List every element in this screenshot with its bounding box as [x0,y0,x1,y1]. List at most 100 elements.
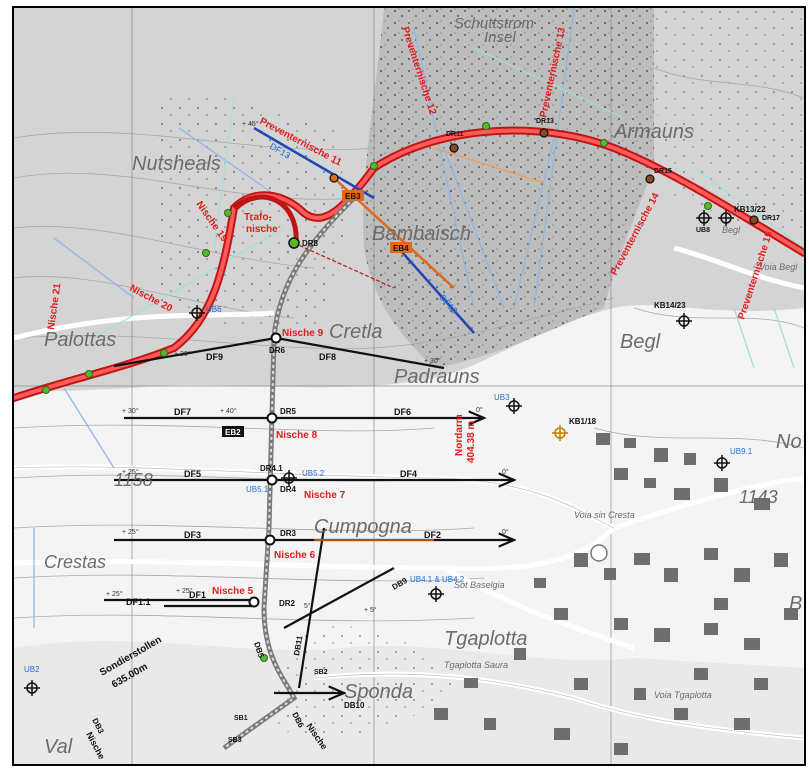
village-buildings [434,433,798,755]
place-sponda: Sponda [344,681,413,703]
borehole-markers[interactable] [24,210,734,696]
label-ub9: UB9.1 [730,447,753,456]
eb3-box [342,190,364,201]
angle-db9-5: + 5° [364,606,377,614]
place-begl: Begl [620,331,661,353]
label-df3: DF3 [184,530,201,540]
label-df6: DF6 [394,407,411,417]
roads-outline [14,466,804,739]
ub3-marker [506,398,522,414]
eb4-box [390,242,412,253]
preventer-df13[interactable] [253,126,375,200]
label-df2: DF2 [424,530,441,540]
angle-df6-0: 0° [476,406,483,414]
road-voia-sin-cresta: Voia sin Cresta [574,510,635,520]
label-ub4: UB4.1 & UB4.2 [410,575,465,584]
place-insel: Insel [484,29,516,46]
dr8-branch[interactable] [293,242,395,289]
label-dr15: DR15 [654,168,672,175]
label-sb3: SB3 [228,737,242,744]
label-ub5-1: UB5.1 [246,485,269,494]
place-padrauns: Padrauns [394,366,480,388]
label-kb13: KB13/22 [734,205,766,214]
label-sb2: SB2 [314,669,328,676]
label-eb4: EB4 [393,244,409,253]
angle-df7-40: + 40° [220,407,237,415]
tunnel-route-inner [14,128,804,400]
place-armauns: Armauns [613,121,694,143]
kb1-marker [552,425,568,441]
ub6-marker [189,305,205,321]
label-df1-1: DF1.1 [126,597,151,607]
label-nische-8: Nische 8 [276,430,318,441]
eb2-box [222,426,244,437]
place-cumpogna: Cumpogna [314,516,412,538]
point-labels: DR2 DR3 DR4 DR4.1 DR5 DR6 DR8 DR11 DR13 … [24,118,780,744]
trafo-loop[interactable] [232,194,299,244]
place-names: Schuttstrom Insel Nutsheals Bambaisch Ar… [44,15,802,758]
angle-df1-25b: + 25° [176,587,193,595]
elevation-1143: 1143 [739,487,778,507]
borehole-lines [33,8,804,628]
road-sot-baselgia: Sot Baselgia [454,580,505,590]
place-palottas: Palottas [44,329,116,351]
place-nutsheals: Nutsheals [132,153,221,175]
place-b-edge: B [789,593,802,615]
label-ub8: UB8 [696,227,710,234]
church-marker [590,544,608,562]
label-dr4: DR4 [280,485,297,494]
road-tgaplotta-saura: Tgaplotta Saura [444,660,508,670]
label-nordarm-length: 404.38 m [466,421,477,463]
angle-labels: + 30° + 40° + 25° + 25° + 25° + 25° + 5°… [106,120,509,614]
label-nordarm: Nordarm [454,414,465,456]
angle-df9-30: + 30° [174,350,191,358]
label-df1: DF1 [189,590,206,600]
road-voia-begl: Voia Begl [759,262,798,272]
label-df8: DF8 [319,352,336,362]
ub4-marker [428,586,444,602]
survey-points[interactable] [248,128,759,608]
label-ub6: UB6 [206,305,222,314]
label-db11: DB11 [292,635,304,657]
label-db10: DB10 [344,701,365,710]
label-df9: DF9 [206,352,223,362]
label-kb14: KB14/23 [654,301,686,310]
ub2-marker [24,680,40,696]
place-schuttstrom: Schuttstrom [454,15,534,32]
angle-df5-25: + 25° [122,468,139,476]
label-eb3: EB3 [345,192,361,201]
angle-df13-45: + 45° [242,120,259,128]
label-dr5: DR5 [280,407,297,416]
label-ub2: UB2 [24,665,40,674]
angle-db11-5: 5° [304,602,311,610]
angle-df3-25: + 25° [122,528,139,536]
label-dr17: DR17 [762,215,780,222]
ub5-marker [281,470,297,486]
road-voia-tgaplotta: Voia Tgaplotta [654,690,712,700]
geological-site-map[interactable]: Schuttstrom Insel Nutsheals Bambaisch Ar… [14,8,804,764]
label-dr13: DR13 [536,118,554,125]
label-df7: DF7 [174,407,191,417]
label-ub5-2: UB5.2 [302,469,325,478]
label-dr8: DR8 [302,239,319,248]
kb14-marker [676,313,692,329]
map-frame: Schuttstrom Insel Nutsheals Bambaisch Ar… [12,6,806,766]
place-crestas: Crestas [44,552,106,572]
place-cretla: Cretla [329,321,382,343]
scree-area-south [271,626,454,736]
label-ub3: UB3 [494,393,510,402]
label-dr2: DR2 [279,599,296,608]
angle-df1-25: + 25° [106,590,123,598]
label-trafonische-2: nische [246,224,278,235]
angle-df8-30: + 30° [424,357,441,365]
ub9-marker [714,455,730,471]
preventer-df12[interactable] [393,242,475,334]
label-nische-6: Nische 6 [274,550,316,561]
label-trafonische-1: Trafo- [244,212,272,223]
place-bambaisch: Bambaisch [372,223,471,245]
label-dr11: DR11 [446,131,464,138]
eb-line-east[interactable] [433,147,545,184]
label-nische-9: Nische 9 [282,328,324,339]
ub8-marker [696,210,712,226]
place-nos: No [776,431,802,453]
